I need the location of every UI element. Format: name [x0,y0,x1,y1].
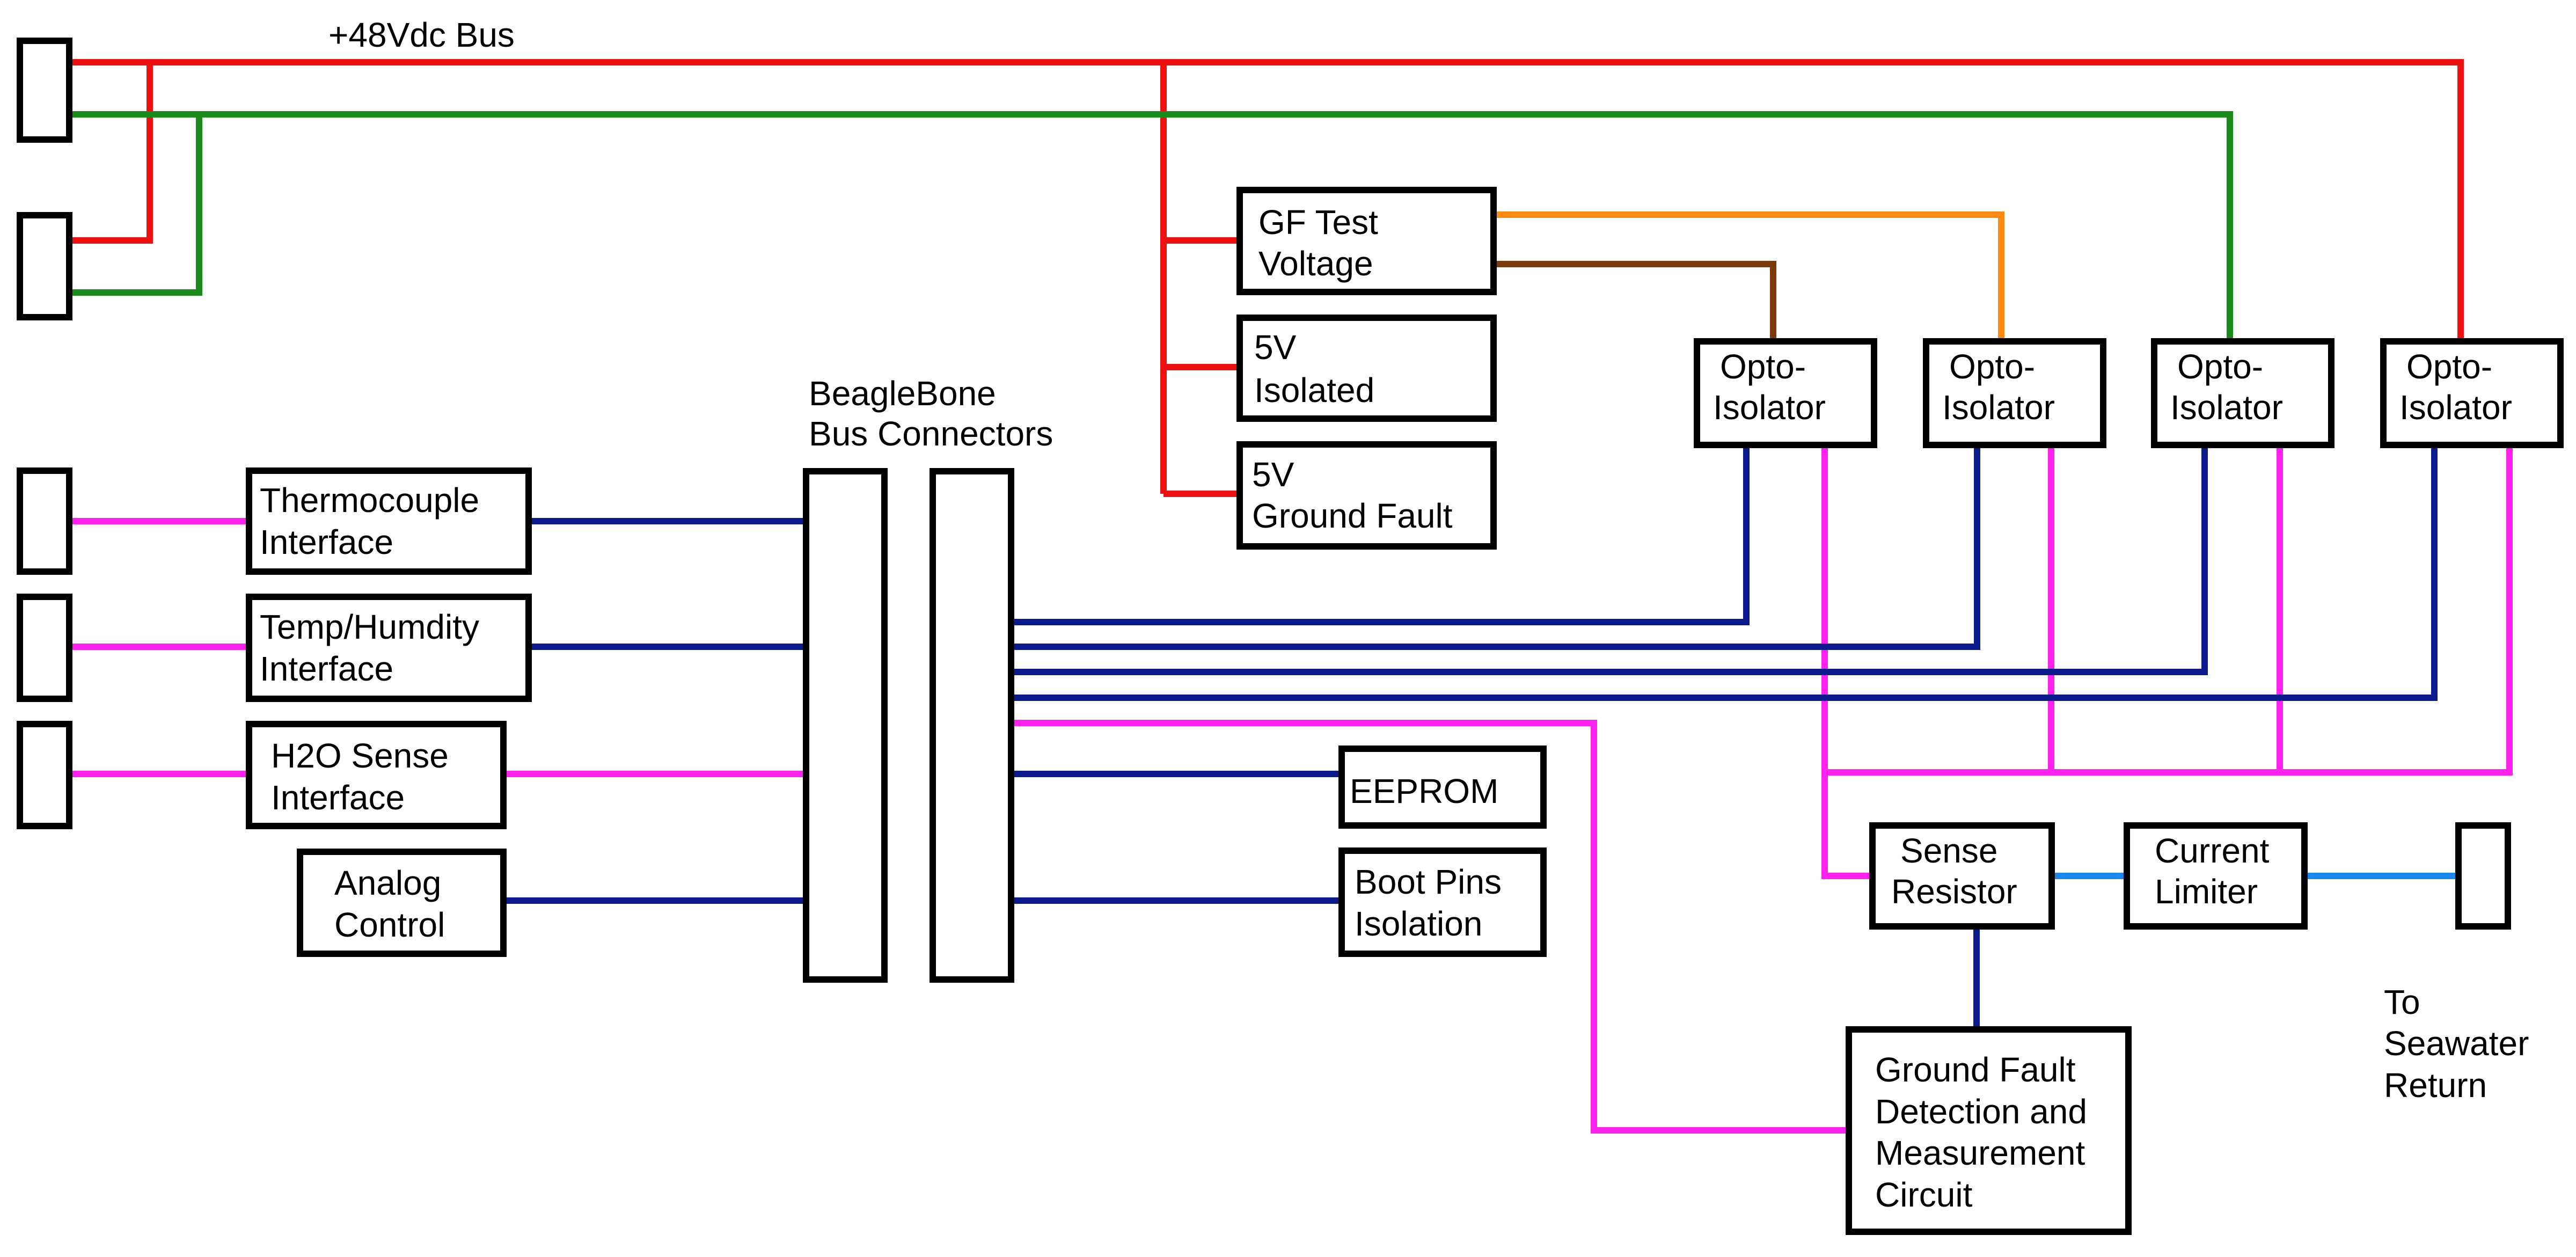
temp-humidity-interface-box [246,594,532,702]
gf-test-label-line1: GF Test [1258,203,1378,242]
gf-test-voltage-box [1236,187,1497,295]
temp-humidity-connector [17,594,72,702]
gfd-label-line1: Ground Fault [1875,1050,2076,1089]
beaglebone-connector-right [930,468,1014,983]
beaglebone-connector-left [803,468,888,983]
wire-return-green [69,111,2233,341]
gfd-label-line2: Detection and [1875,1092,2087,1131]
seawater-label-line1: To [2384,983,2420,1021]
analog-control-label-line2: Control [334,905,445,944]
power-connector-2 [17,212,72,320]
thermocouple-label-line2: Interface [260,523,393,561]
boot-pins-label-line1: Boot Pins [1355,863,1502,901]
thermocouple-label-line1: Thermocouple [260,481,479,520]
sense-resistor-label-line2: Resistor [1891,872,2017,911]
opto-isolator-3 [2151,338,2334,448]
opto-isolator-3-label-line2: Isolator [2170,388,2283,427]
wire-gf-test-brown [1494,261,1776,341]
boot-pins-label-line2: Isolation [1355,904,1482,943]
temp-humidity-label-line2: Interface [260,649,393,688]
h2o-sense-label-line2: Interface [271,778,405,817]
bus-label: +48Vdc Bus [328,16,515,54]
h2o-sense-label-line1: H2O Sense [271,736,449,775]
beaglebone-label-line1: BeagleBone [809,374,996,413]
wire-gf-test-orange [1494,211,2004,341]
opto-isolator-1 [1694,338,1877,448]
gf-test-label-line2: Voltage [1258,244,1373,283]
thermocouple-interface-box [246,467,532,575]
opto-isolator-4-label-line1: Opto- [2406,347,2492,386]
sense-resistor-box [1869,822,2055,930]
5v-isolated-box [1236,315,1497,422]
wire-digital-navy [503,444,2438,1029]
gfd-label-line3: Measurement [1875,1134,2085,1172]
seawater-label-line2: Seawater [2384,1024,2529,1063]
analog-control-label-line1: Analog [334,864,441,902]
5v-ground-fault-box [1236,441,1497,550]
boot-pins-isolation-box [1338,847,1547,957]
thermocouple-connector [17,467,72,575]
opto-isolator-4 [2380,338,2564,448]
current-limiter-box [2124,822,2308,930]
5v-ground-fault-label-line2: Ground Fault [1252,496,1453,535]
opto-isolator-1-label-line1: Opto- [1720,347,1806,386]
gfd-label-line4: Circuit [1875,1175,1973,1214]
beaglebone-label-line2: Bus Connectors [809,414,1053,453]
sense-resistor-label-line1: Sense [1900,831,1997,870]
opto-isolator-2 [1923,338,2106,448]
opto-isolator-1-label-line2: Isolator [1713,388,1826,427]
wire-analog-magenta [69,444,2513,1134]
seawater-label-line3: Return [2384,1066,2487,1105]
opto-isolator-2-label-line2: Isolator [1942,388,2055,427]
wire-48v-red [69,59,2464,497]
temp-humidity-label-line1: Temp/Humdity [260,608,479,646]
5v-ground-fault-label-line1: 5V [1252,455,1294,494]
eeprom-label: EEPROM [1350,772,1498,810]
h2o-sense-connector [17,721,72,829]
analog-control-box [297,849,507,957]
power-connector-1 [17,38,72,143]
h2o-sense-interface-box [246,721,507,829]
5v-isolated-label-line2: Isolated [1254,371,1374,410]
opto-isolator-2-label-line1: Opto- [1949,347,2035,386]
seawater-return-connector [2455,822,2511,930]
current-limiter-label-line2: Limiter [2155,872,2258,911]
5v-isolated-label-line1: 5V [1254,328,1297,367]
current-limiter-label-line1: Current [2155,831,2270,870]
opto-isolator-4-label-line2: Isolator [2399,388,2512,427]
opto-isolator-3-label-line1: Opto- [2177,347,2263,386]
eeprom-box [1338,746,1547,829]
ground-fault-detection-box [1846,1026,2132,1235]
